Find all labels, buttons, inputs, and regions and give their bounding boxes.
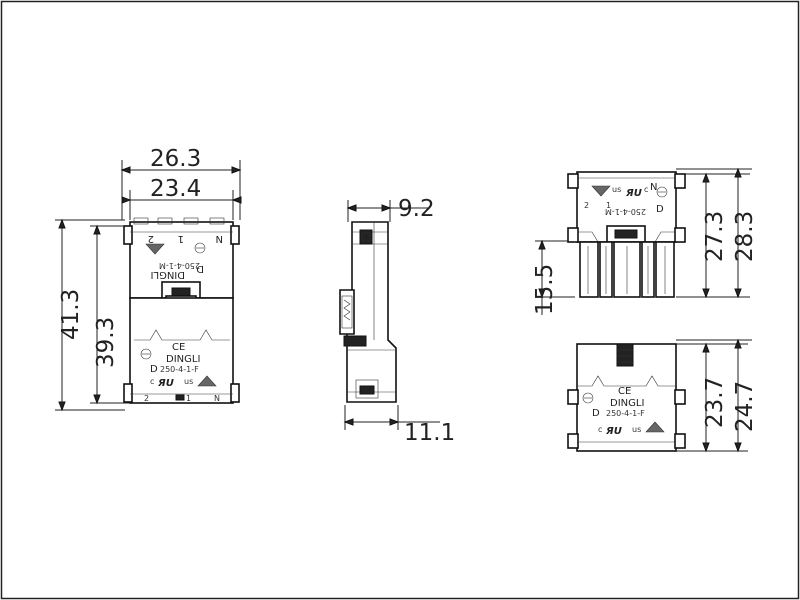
female-view-brand: DINGLI — [610, 398, 644, 409]
male-view-ul-us: us — [612, 185, 621, 194]
female-view-brand-letter: D — [592, 408, 600, 419]
front-male-brand: DINGLI — [151, 269, 185, 280]
front-female-ul-c: c — [150, 377, 154, 386]
dim-front-height-inner: 39.3 — [93, 317, 119, 368]
front-female-pin-n: N — [214, 394, 220, 403]
female-view-ul-us: us — [632, 425, 641, 434]
front-male-brand-letter: D — [196, 263, 204, 274]
male-view-ul-c: c — [644, 185, 648, 194]
dim-side-width-top: 9.2 — [398, 196, 435, 222]
side-view: 9.2 11.1 — [339, 196, 455, 446]
male-view-ul-mark: ЯU — [625, 188, 642, 199]
front-male-pin-1: 1 — [178, 233, 184, 244]
male-view-part: 250-4-1-M — [605, 207, 646, 216]
front-view: 26.3 23.4 41.3 39.3 — [55, 146, 242, 412]
male-view-brand-letter: D — [656, 204, 664, 215]
dim-male-height-inner: 27.3 — [702, 211, 728, 262]
dim-female-height-inner: 23.7 — [702, 377, 728, 428]
female-view-ul-c: c — [598, 425, 602, 434]
male-view-pin-1: 1 — [606, 201, 611, 210]
front-male-pin-2: 2 — [148, 233, 154, 244]
dim-male-height-outer: 28.3 — [732, 211, 758, 262]
front-female-part: 250-4-1-F — [160, 365, 199, 374]
front-male-pin-n: N — [216, 233, 223, 244]
dim-front-width-inner: 23.4 — [150, 176, 201, 202]
male-view-pin-n: N — [650, 182, 657, 193]
dim-front-width-outer: 26.3 — [150, 146, 201, 172]
dim-male-height-pins: 15.5 — [532, 264, 558, 315]
male-end-view: 15.5 27.3 28.3 N us ЯU c 2 1 250-4-1-M D — [532, 167, 758, 315]
front-female-ul-us: us — [184, 377, 193, 386]
female-end-view: 23.7 24.7 CE DINGLI D 250-4-1-F c ЯU us — [567, 338, 758, 453]
female-view-part: 250-4-1-F — [606, 409, 645, 418]
front-female-pin-2: 2 — [144, 394, 149, 403]
dim-front-height-outer: 41.3 — [58, 289, 84, 340]
dim-side-width-bottom: 11.1 — [404, 420, 455, 446]
front-male-part: 250-4-1-M — [159, 261, 200, 270]
front-female-ul-mark: ЯU — [157, 378, 174, 389]
female-view-ce: CE — [618, 386, 631, 397]
front-female-brand: DINGLI — [166, 354, 200, 365]
dim-female-height-outer: 24.7 — [732, 381, 758, 432]
front-female-brand-letter: D — [150, 364, 158, 375]
front-female-pin-1: 1 — [186, 394, 191, 403]
front-female-ce: CE — [172, 342, 185, 353]
male-view-pin-2: 2 — [584, 201, 589, 210]
female-view-ul-mark: ЯU — [605, 426, 622, 437]
